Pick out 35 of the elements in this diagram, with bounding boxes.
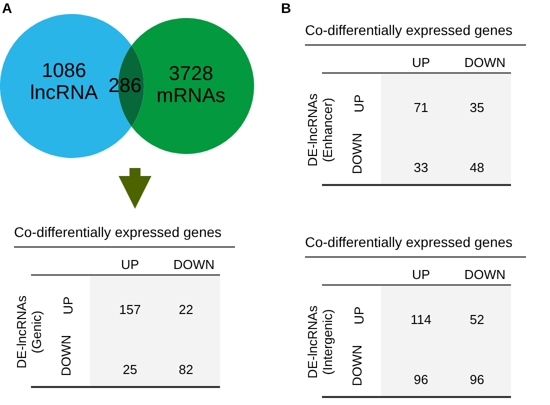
set-count-label: 1086 lncRNA: [29, 60, 99, 104]
arrow: [118, 168, 152, 209]
table-cell-text: 52: [468, 312, 486, 327]
column-header: DOWN: [463, 55, 507, 70]
row-group-label: DE-lncRNAs (Intergenic): [305, 304, 335, 380]
row-header: UP: [352, 93, 366, 115]
table-cell-text: 22: [178, 302, 194, 317]
table-title: Co-differentially expressed genes: [305, 234, 513, 250]
table-cell-text: 48: [468, 160, 486, 175]
table-title: Co-differentially expressed genes: [14, 224, 222, 240]
table-cell-text: 114: [410, 312, 432, 327]
table-cell-text: 82: [178, 362, 194, 377]
column-header: DOWN: [172, 257, 216, 272]
column-header: DOWN: [463, 267, 507, 282]
row-header: UP: [60, 295, 76, 317]
table-cell-text: 33: [412, 160, 430, 175]
row-group-label: DE-lncRNAs (Genic): [14, 294, 44, 370]
table-cell-text: 25: [122, 362, 138, 377]
column-header: UP: [120, 257, 140, 272]
row-header: DOWN: [350, 132, 364, 176]
table-cell-text: 35: [468, 100, 486, 115]
panel-letter: B: [281, 0, 292, 16]
table-cell-text: 96: [412, 372, 430, 387]
row-header: UP: [352, 305, 366, 327]
table-title: Co-differentially expressed genes: [305, 22, 513, 38]
set-count-label: 3728 mRNAs: [156, 63, 226, 107]
row-header: DOWN: [350, 344, 364, 388]
table-cell-text: 71: [412, 100, 430, 115]
row-header: DOWN: [58, 334, 74, 378]
column-header: UP: [410, 55, 432, 70]
panel-letter: A: [2, 0, 12, 16]
table-cell-text: 157: [118, 302, 142, 317]
column-header: UP: [410, 267, 432, 282]
row-group-label: DE-lncRNAs (Enhancer): [305, 92, 335, 168]
table-cell-text: 96: [468, 372, 486, 387]
